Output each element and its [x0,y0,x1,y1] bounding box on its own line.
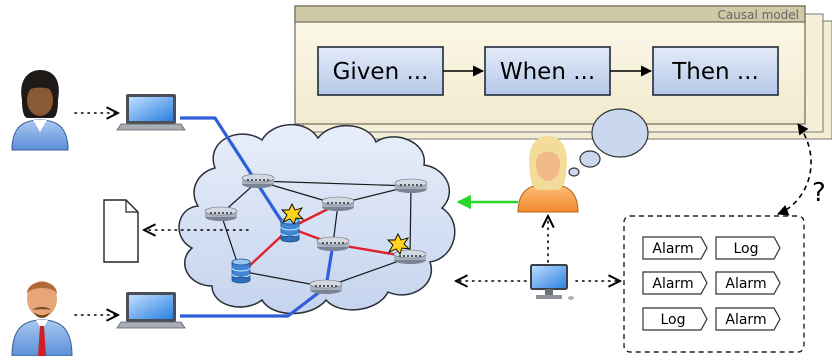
analyst-icon [517,136,579,213]
causal-model-stack: Causal model Given ... When ... Then ... [294,5,832,140]
thought-bubble-icon [568,108,649,177]
laptop-icon [116,93,186,131]
event-tag: Alarm [642,236,708,260]
causal-step-given: Given ... [317,46,444,96]
document-icon [103,199,139,263]
causal-step-when-label: When ... [500,59,595,85]
causal-step-when: When ... [484,46,611,96]
monitor-icon [530,264,574,300]
event-tag: Log [642,307,708,331]
event-tag: Alarm [715,307,781,331]
event-tag-label: Log [660,312,685,328]
router-icon [394,178,428,194]
user-mustache-icon [11,281,73,357]
event-tag-label: Alarm [652,276,693,292]
user-links [180,116,335,318]
laptop-icon [116,291,186,329]
causal-step-then-label: Then ... [671,59,759,85]
user-dark-hair-icon [11,70,69,151]
router-icon [316,236,350,252]
event-tag-label: Alarm [652,241,693,257]
analyst-monitor-connectors [456,216,620,281]
event-tag-label: Log [733,241,758,257]
event-tag: Log [715,236,781,260]
causal-step-then: Then ... [652,46,779,96]
event-tag-label: Alarm [725,312,766,328]
question-mark: ? [812,178,826,208]
event-tags: Alarm Log Alarm Alarm Log Alarm [642,236,781,331]
causal-model-panel-header [294,5,806,23]
server-icon [231,258,251,284]
events-model-link [776,123,812,216]
event-tag: Alarm [715,271,781,295]
user-laptop-connectors [74,113,118,315]
event-tag-label: Alarm [725,276,766,292]
router-icon [309,279,343,295]
event-tag: Alarm [642,271,708,295]
router-icon [241,173,275,189]
causal-step-given-label: Given ... [333,59,429,85]
causal-model-title: Causal model [718,8,799,22]
router-icon [204,206,238,222]
router-icon [321,196,355,212]
